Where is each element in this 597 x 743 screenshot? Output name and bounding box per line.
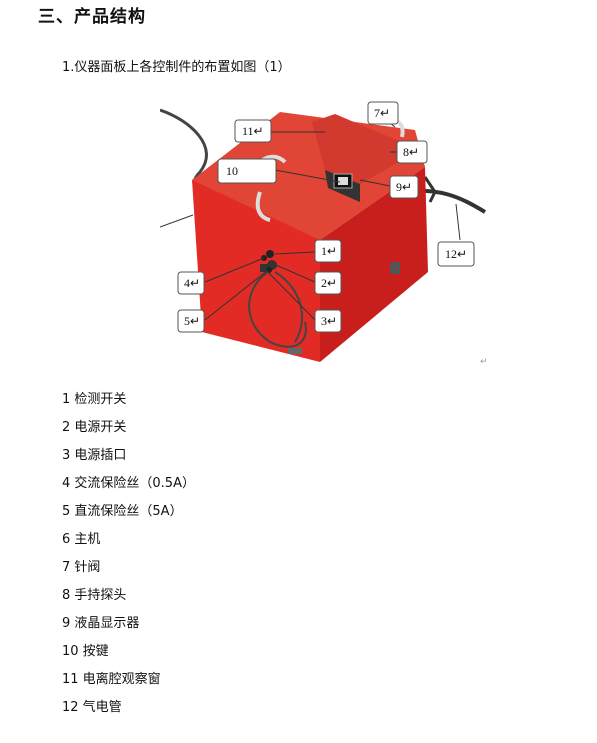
callout-3: 3↵ [321, 314, 337, 328]
list-item: 6 主机 [62, 532, 101, 547]
callout-1: 1↵ [321, 244, 337, 258]
callout-12: 12↵ [445, 247, 467, 261]
callout-9: 9↵ [396, 180, 412, 194]
list-item: 3 电源插口 [62, 448, 127, 463]
callout-4: 4↵ [184, 276, 200, 290]
list-item: 9 液晶显示器 [62, 616, 140, 631]
parts-list: 1 检测开关 2 电源开关 3 电源插口 4 交流保险丝（0.5A） 5 直流保… [62, 392, 195, 728]
figure-caption: 1.仪器面板上各控制件的布置如图（1） [62, 60, 291, 75]
callout-10: 10 [226, 164, 238, 178]
hand-probe [312, 114, 420, 184]
instrument-figure: 7↵ 11↵ 8↵ 10 9↵ 6↵ 12↵ 1↵ 2↵ 3↵ 4↵ 5↵ ↵ [160, 101, 488, 367]
section-heading: 三、产品结构 [38, 7, 146, 27]
callout-11: 11↵ [242, 124, 264, 138]
box-side-face [320, 167, 428, 362]
callout-8: 8↵ [403, 145, 419, 159]
list-item: 10 按键 [62, 644, 109, 659]
paragraph-mark: ↵ [480, 357, 488, 367]
list-item: 8 手持探头 [62, 588, 127, 603]
callout-7: 7↵ [374, 106, 390, 120]
list-item: 5 直流保险丝（5A） [62, 504, 183, 519]
power-socket [260, 264, 268, 272]
list-item: 1 检测开关 [62, 392, 127, 407]
callout-2: 2↵ [321, 276, 337, 290]
list-item: 11 电离腔观察窗 [62, 672, 161, 687]
list-item: 4 交流保险丝（0.5A） [62, 476, 195, 491]
box-front-face [192, 180, 320, 362]
list-item: 7 针阀 [62, 560, 101, 575]
list-item: 12 气电管 [62, 700, 122, 715]
list-item: 2 电源开关 [62, 420, 127, 435]
callout-5: 5↵ [184, 314, 200, 328]
detect-switch [266, 250, 274, 258]
